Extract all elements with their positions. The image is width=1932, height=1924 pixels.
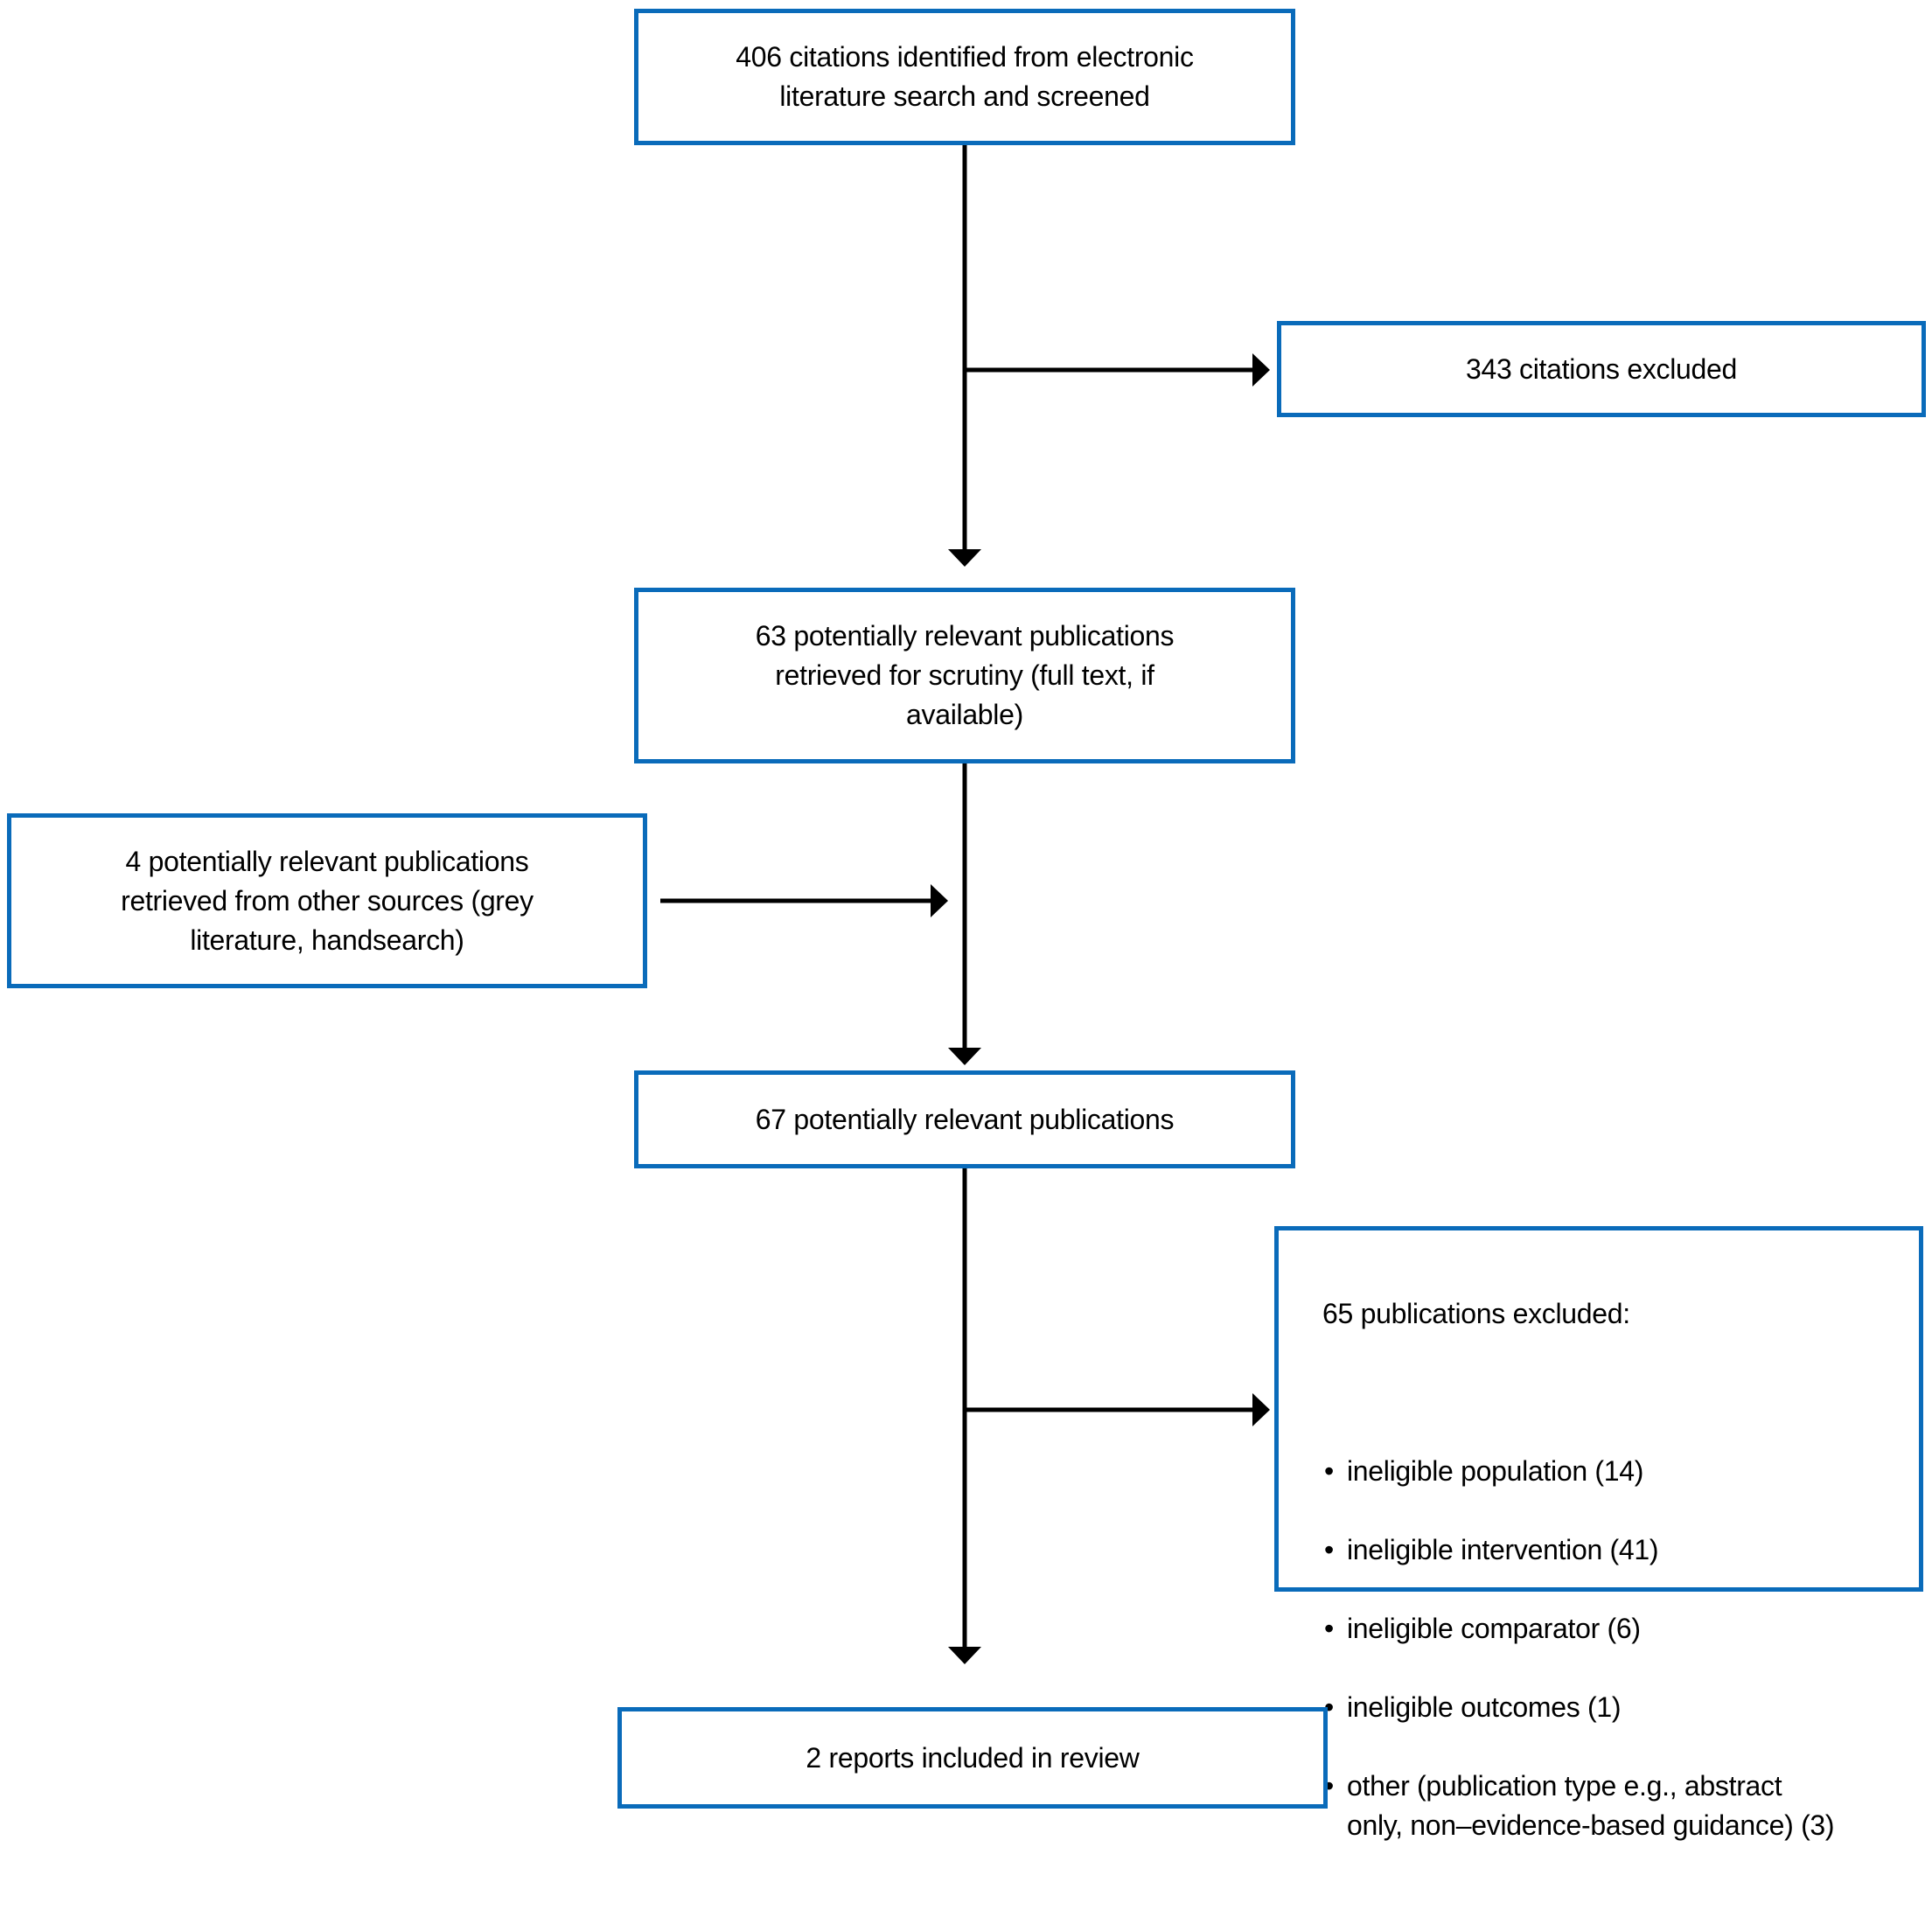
arrow-combined-to-included-head (948, 1647, 981, 1664)
exclusion-reason-item: ineligible comparator (6) (1322, 1609, 1884, 1649)
box-publications-retrieved: 63 potentially relevant publications ret… (634, 588, 1295, 763)
box-other-sources: 4 potentially relevant publications retr… (7, 813, 647, 988)
arrow-other-sources-to-flow-head (931, 884, 948, 917)
reports-included-text: 2 reports included in review (806, 1741, 1140, 1774)
box-citations-identified: 406 citations identified from electronic… (634, 9, 1295, 145)
box-publications-excluded: 65 publications excluded: ineligible pop… (1274, 1226, 1923, 1841)
arrow-branch-to-excluded-publications-head (1252, 1393, 1270, 1426)
exclusion-reason-item: ineligible intervention (41) (1322, 1530, 1884, 1570)
exclusion-reason-item: other (publication type e.g., abstract o… (1322, 1767, 1884, 1845)
exclusion-reason-list: ineligible population (14) ineligible in… (1322, 1412, 1884, 1885)
citations-identified-text: 406 citations identified from electronic… (736, 41, 1194, 112)
box-citations-excluded: 343 citations excluded (1277, 321, 1926, 417)
box-potentially-relevant: 67 potentially relevant publications (634, 1070, 1295, 1168)
flow-arrows (660, 145, 1270, 1664)
box-reports-included: 2 reports included in review (617, 1707, 1328, 1809)
exclusion-reason-item: ineligible population (14) (1322, 1452, 1884, 1491)
citations-excluded-text: 343 citations excluded (1465, 352, 1738, 385)
publications-retrieved-text: 63 potentially relevant publications ret… (755, 620, 1175, 730)
arrow-identified-to-retrieved-head (948, 549, 981, 567)
arrow-branch-to-excluded-citations-head (1252, 353, 1270, 387)
potentially-relevant-text: 67 potentially relevant publications (755, 1103, 1175, 1135)
other-sources-text: 4 potentially relevant publications retr… (121, 845, 534, 956)
arrow-retrieved-to-combined-head (948, 1048, 981, 1065)
exclusion-reason-item: ineligible outcomes (1) (1322, 1688, 1884, 1727)
publications-excluded-title: 65 publications excluded: (1322, 1298, 1630, 1329)
prisma-flow-diagram: 406 citations identified from electronic… (0, 0, 1932, 1839)
